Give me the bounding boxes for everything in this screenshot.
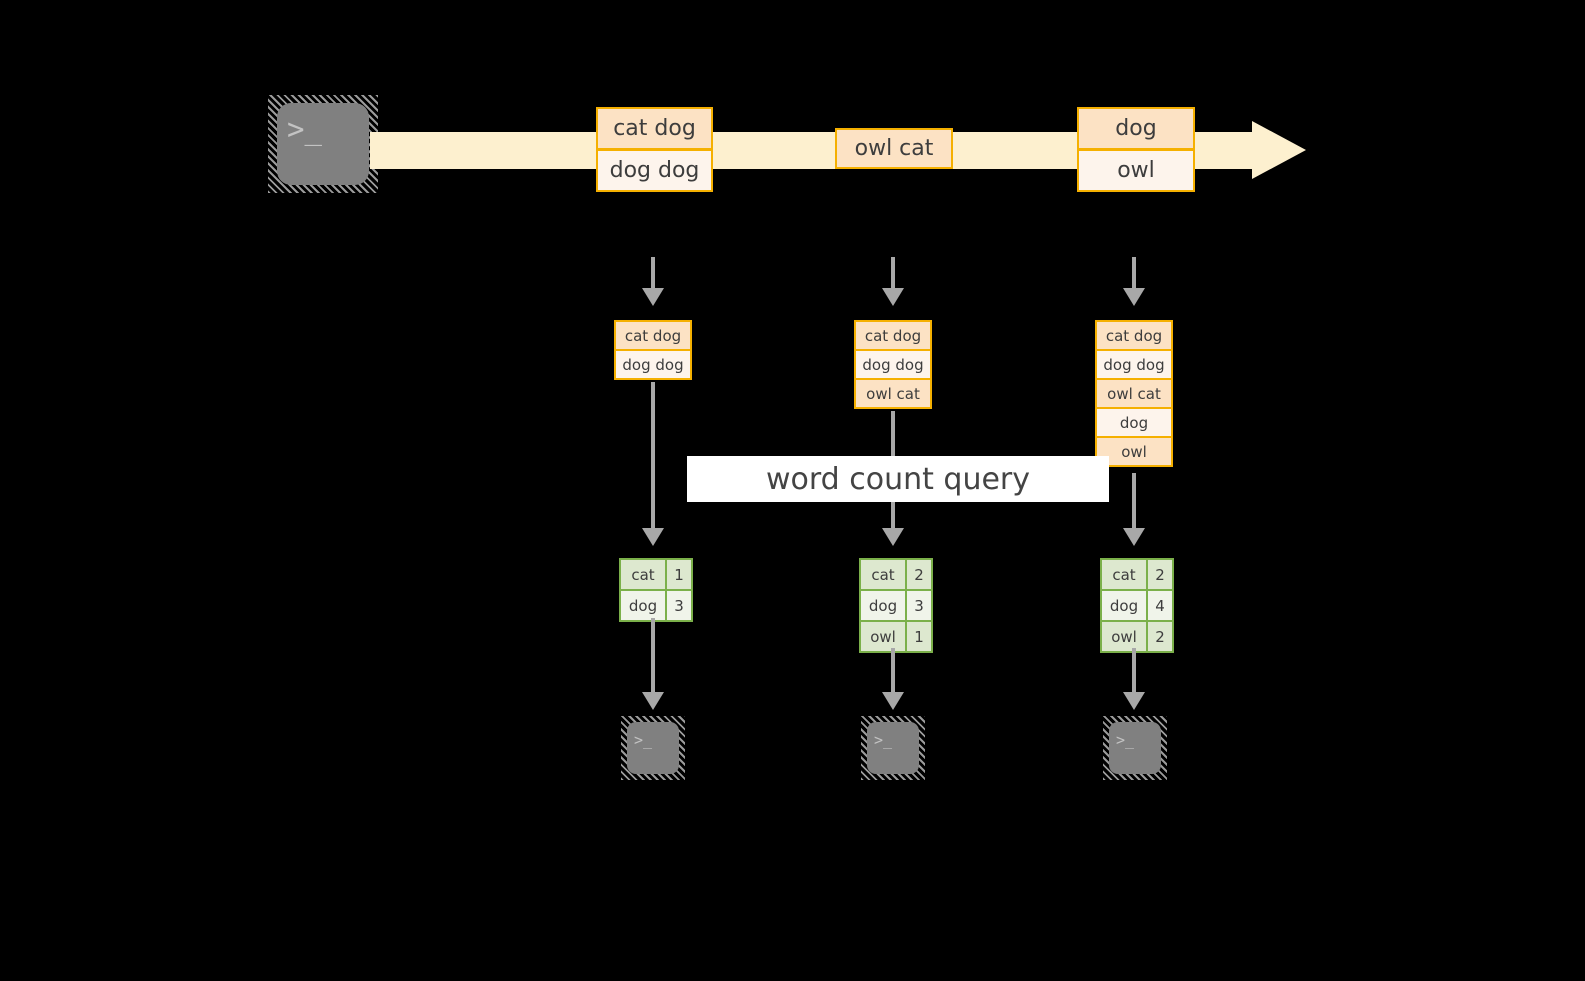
stream-event-box[interactable]: cat dog [596, 107, 713, 150]
table-row: cat 1 [619, 558, 693, 591]
sink-arrow-head-2 [882, 692, 904, 710]
stream-event-box[interactable]: owl cat [835, 128, 953, 169]
snapshot-row: dog dog [614, 349, 692, 380]
query-arrow-line-1 [651, 382, 655, 530]
feed-arrow-head-3 [1123, 288, 1145, 306]
sink-arrow-head-3 [1123, 692, 1145, 710]
stream-event-box[interactable]: owl [1077, 149, 1195, 192]
sink-arrow-line-3 [1132, 648, 1136, 694]
result-word: cat [859, 558, 907, 591]
result-word: owl [859, 620, 907, 653]
terminal-icon-sink-2[interactable]: >_ [861, 716, 925, 780]
query-label-banner: word count query [687, 456, 1109, 502]
terminal-icon-source[interactable]: >_ [268, 95, 378, 193]
result-word: dog [619, 589, 667, 622]
table-row: dog 4 [1100, 589, 1174, 622]
terminal-body [277, 103, 369, 185]
snapshot-row: owl cat [1095, 378, 1173, 409]
terminal-body [867, 722, 919, 774]
sink-arrow-line-2 [891, 648, 895, 694]
sink-arrow-head-1 [642, 692, 664, 710]
terminal-prompt-glyph: >_ [634, 731, 653, 749]
result-word: owl [1100, 620, 1148, 653]
query-arrow-head-2 [882, 528, 904, 546]
terminal-prompt-glyph: >_ [287, 112, 322, 146]
result-table-1[interactable]: cat 1 dog 3 [619, 558, 693, 622]
table-row: owl 2 [1100, 620, 1174, 653]
snapshot-stack-1[interactable]: cat dog dog dog [614, 320, 692, 380]
snapshot-row: cat dog [854, 320, 932, 351]
result-word: dog [859, 589, 907, 622]
terminal-prompt-glyph: >_ [1116, 731, 1135, 749]
result-table-3[interactable]: cat 2 dog 4 owl 2 [1100, 558, 1174, 653]
result-count: 1 [905, 620, 933, 653]
table-row: cat 2 [1100, 558, 1174, 591]
stream-event-box[interactable]: dog [1077, 107, 1195, 150]
result-count: 3 [665, 589, 693, 622]
result-count: 2 [1146, 558, 1174, 591]
terminal-icon-sink-1[interactable]: >_ [621, 716, 685, 780]
result-count: 2 [1146, 620, 1174, 653]
table-row: dog 3 [619, 589, 693, 622]
snapshot-stack-3[interactable]: cat dog dog dog owl cat dog owl [1095, 320, 1173, 467]
terminal-prompt-glyph: >_ [874, 731, 893, 749]
query-arrow-head-3 [1123, 528, 1145, 546]
terminal-icon-sink-3[interactable]: >_ [1103, 716, 1167, 780]
feed-arrow-line-2 [891, 257, 895, 290]
feed-arrow-head-1 [642, 288, 664, 306]
snapshot-row: owl cat [854, 378, 932, 409]
query-arrow-head-1 [642, 528, 664, 546]
query-arrow-line-3 [1132, 473, 1136, 530]
sink-arrow-line-1 [651, 618, 655, 694]
snapshot-stack-2[interactable]: cat dog dog dog owl cat [854, 320, 932, 409]
result-table-2[interactable]: cat 2 dog 3 owl 1 [859, 558, 933, 653]
event-stream-arrowhead [1252, 121, 1306, 179]
table-row: owl 1 [859, 620, 933, 653]
snapshot-row: dog dog [1095, 349, 1173, 380]
result-word: cat [619, 558, 667, 591]
terminal-body [627, 722, 679, 774]
snapshot-row: cat dog [614, 320, 692, 351]
table-row: cat 2 [859, 558, 933, 591]
result-count: 3 [905, 589, 933, 622]
feed-arrow-line-3 [1132, 257, 1136, 290]
snapshot-row: dog [1095, 407, 1173, 438]
result-count: 2 [905, 558, 933, 591]
snapshot-row: dog dog [854, 349, 932, 380]
result-word: dog [1100, 589, 1148, 622]
result-count: 4 [1146, 589, 1174, 622]
terminal-body [1109, 722, 1161, 774]
result-count: 1 [665, 558, 693, 591]
table-row: dog 3 [859, 589, 933, 622]
stream-event-box[interactable]: dog dog [596, 149, 713, 192]
feed-arrow-line-1 [651, 257, 655, 290]
snapshot-row: cat dog [1095, 320, 1173, 351]
result-word: cat [1100, 558, 1148, 591]
feed-arrow-head-2 [882, 288, 904, 306]
